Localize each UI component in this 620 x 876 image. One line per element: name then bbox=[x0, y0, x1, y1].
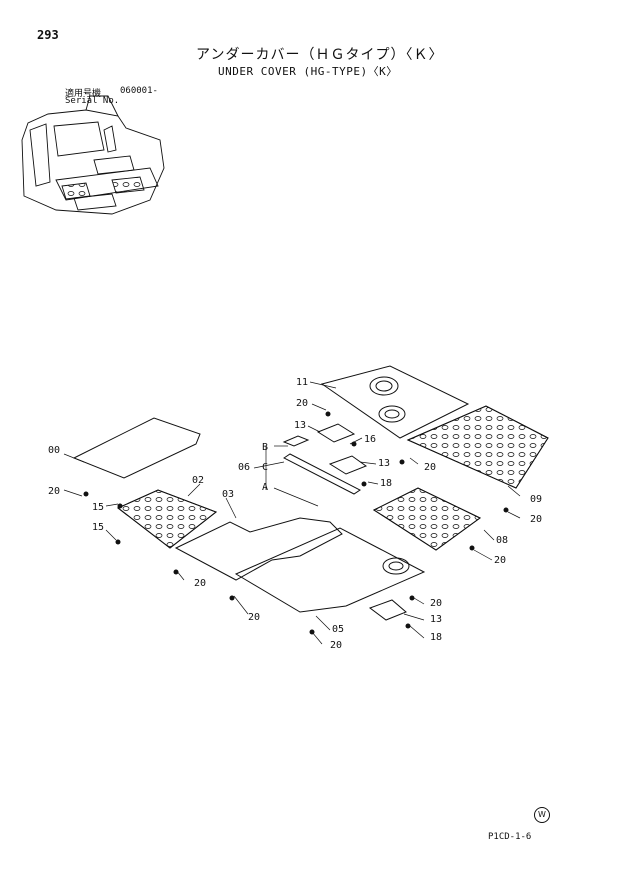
bolt-markers bbox=[83, 411, 509, 635]
callout-06: 06 bbox=[238, 462, 250, 473]
callout-B: B bbox=[262, 442, 268, 453]
serial-label-japanese: 適用号機 bbox=[65, 89, 102, 99]
callout-09: 09 bbox=[530, 494, 542, 505]
callout-20: 20 bbox=[330, 640, 342, 651]
title-english: UNDER COVER (HG-TYPE)〈K〉 bbox=[218, 65, 398, 78]
callout-15: 15 bbox=[92, 502, 104, 513]
leader-lines bbox=[63, 381, 521, 645]
machine-overview-sketch bbox=[21, 95, 165, 215]
callout-13: 13 bbox=[294, 420, 306, 431]
callout-00: 00 bbox=[48, 445, 60, 456]
callout-20: 20 bbox=[430, 598, 442, 609]
serial-number-value: 060001- bbox=[120, 86, 158, 96]
part-05-main-plate bbox=[234, 527, 426, 613]
part-11-top-plate bbox=[320, 365, 470, 439]
callout-20: 20 bbox=[194, 578, 206, 589]
callout-13: 13 bbox=[378, 458, 390, 469]
callout-18: 18 bbox=[430, 632, 442, 643]
part-06-bar bbox=[283, 453, 361, 495]
callout-11: 11 bbox=[296, 377, 308, 388]
callout-08: 08 bbox=[496, 535, 508, 546]
callout-A: A bbox=[262, 482, 268, 493]
callout-C: C bbox=[262, 462, 268, 473]
callout-labels: 11 20 13 16 13 20 18 09 20 08 20 00 20 1… bbox=[48, 377, 542, 651]
callout-15: 15 bbox=[92, 522, 104, 533]
part-09-right-perforated-plate bbox=[406, 405, 549, 489]
part-08-perforated-plate bbox=[372, 487, 481, 551]
callout-20: 20 bbox=[48, 486, 60, 497]
callout-20: 20 bbox=[494, 555, 506, 566]
callout-20: 20 bbox=[424, 462, 436, 473]
title-japanese: アンダーカバー（ＨＧタイプ）〈Ｋ〉 bbox=[196, 47, 444, 63]
callout-02: 02 bbox=[192, 475, 204, 486]
serial-label-english: Serial No. bbox=[65, 96, 120, 106]
page-code: P1CD-1-6 bbox=[488, 832, 532, 842]
part-03-center-pan bbox=[174, 517, 343, 581]
part-02-perforated-plate bbox=[117, 489, 218, 549]
callout-20: 20 bbox=[296, 398, 308, 409]
callout-13: 13 bbox=[430, 614, 442, 625]
part-13-pads bbox=[282, 423, 407, 621]
callout-16: 16 bbox=[364, 434, 376, 445]
callout-18: 18 bbox=[380, 478, 392, 489]
page-number: 293 bbox=[37, 28, 59, 42]
callout-05: 05 bbox=[332, 624, 344, 635]
watermark-symbol: W bbox=[534, 807, 550, 823]
part-00-left-plate bbox=[72, 417, 201, 479]
callout-20: 20 bbox=[248, 612, 260, 623]
callout-20: 20 bbox=[530, 514, 542, 525]
callout-03: 03 bbox=[222, 489, 234, 500]
